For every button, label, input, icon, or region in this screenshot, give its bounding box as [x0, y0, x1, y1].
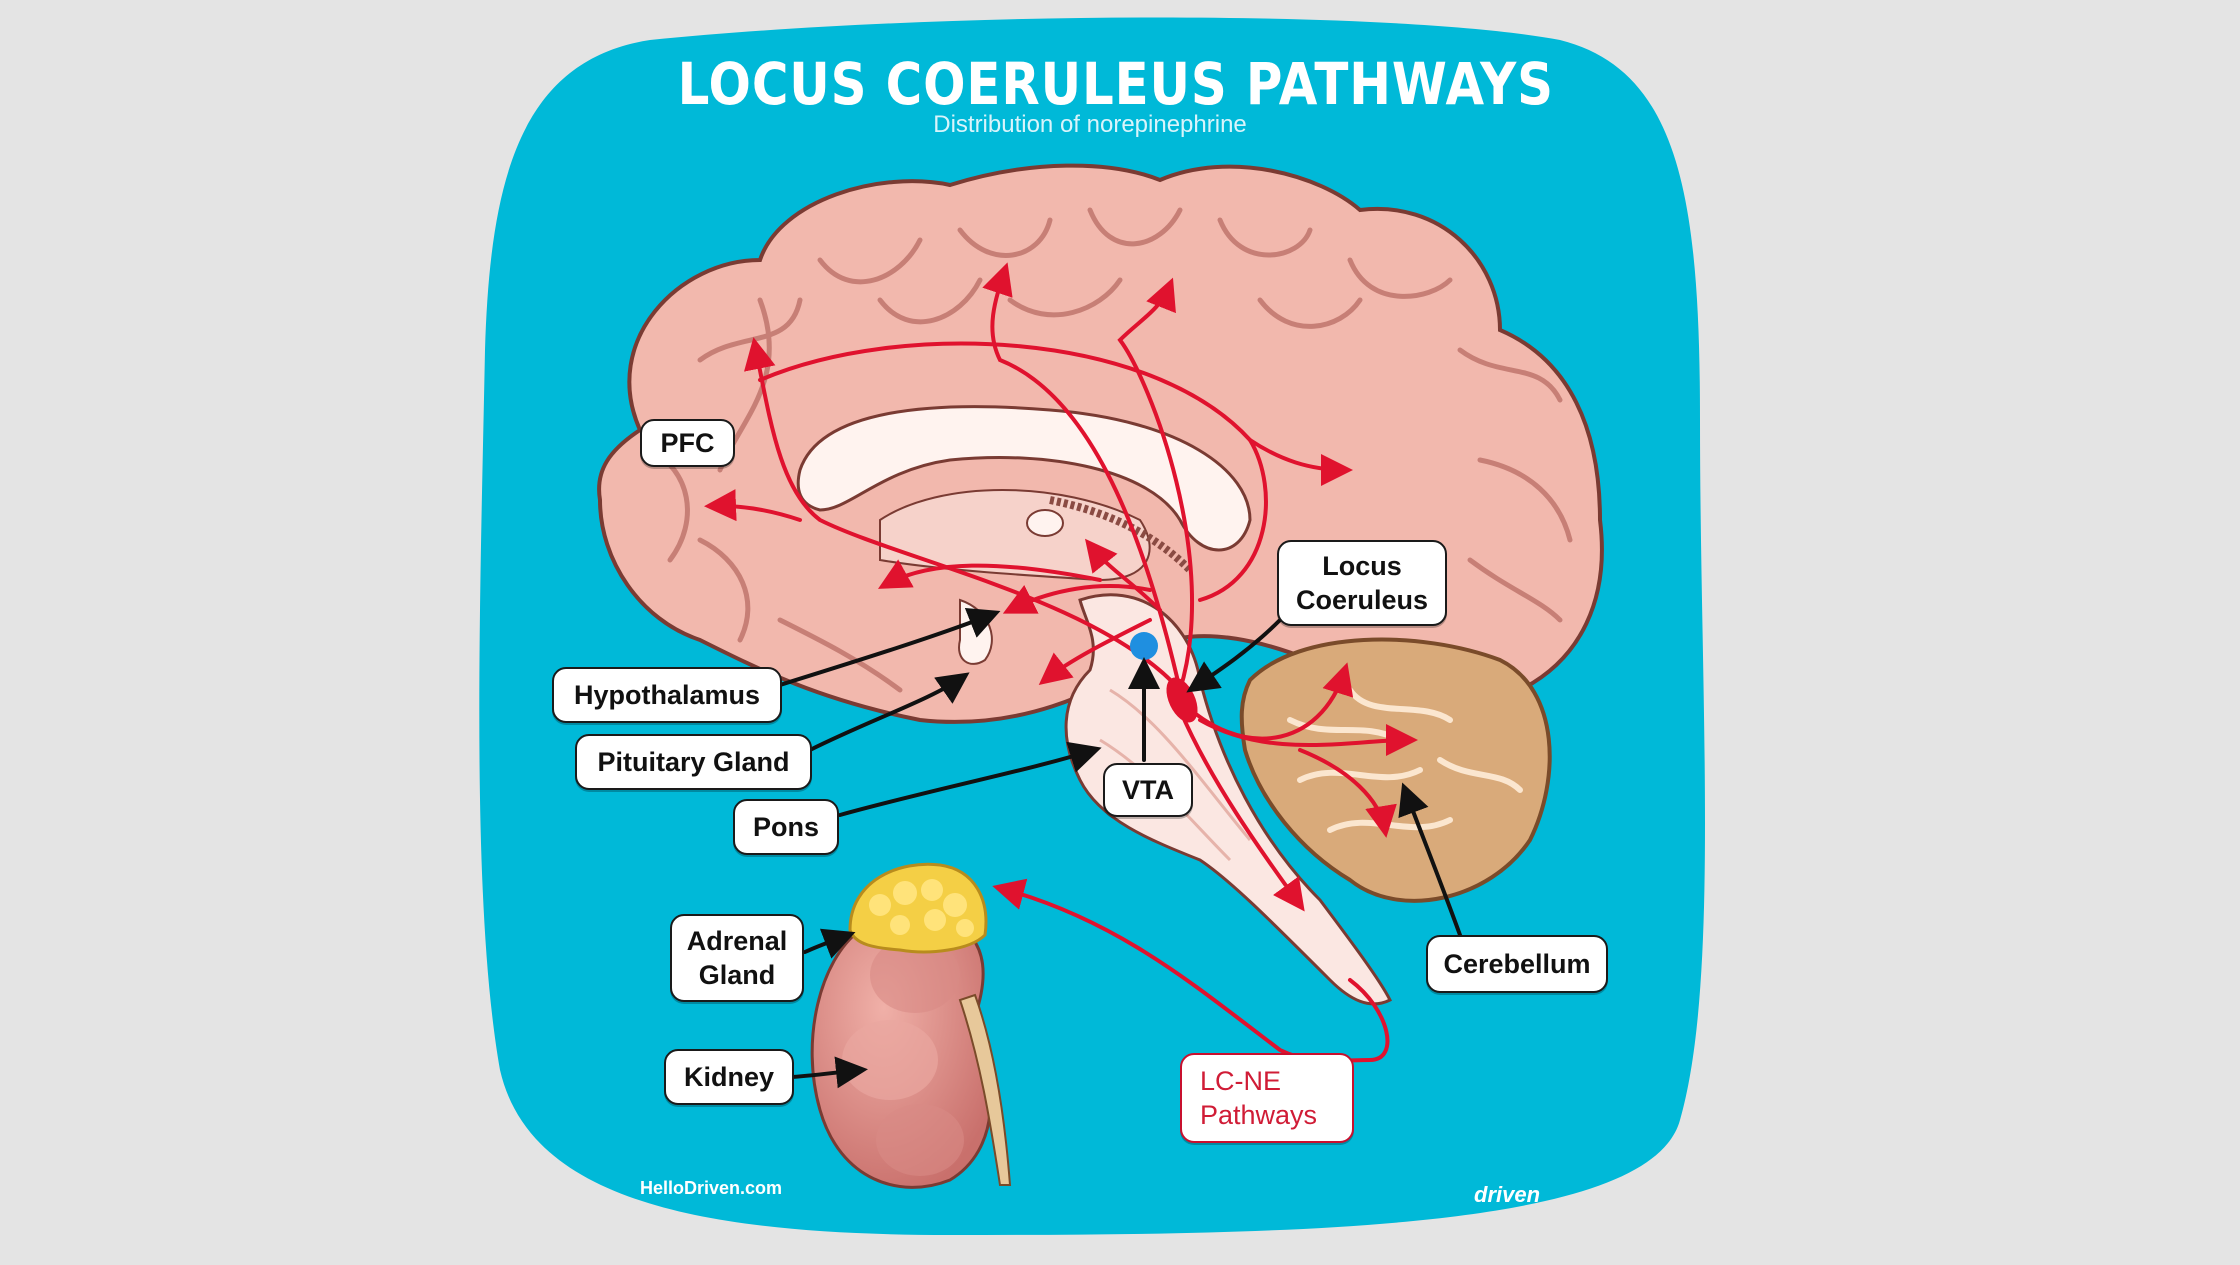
footer-website: HelloDriven.com: [640, 1178, 783, 1198]
label-pituitary-gland: Pituitary Gland: [575, 734, 812, 790]
diagram-title: LOCUS COERULEUS PATHWAYS: [677, 50, 1554, 118]
arrow-kidney: [790, 1056, 868, 1089]
label-pons: Pons: [733, 799, 839, 855]
label-pfc: PFC: [640, 419, 735, 467]
arrow-adrenal: [803, 928, 856, 959]
vta-marker: [1130, 632, 1158, 660]
arrow-locus: [1186, 618, 1282, 693]
arrow-pituitary: [808, 672, 970, 752]
label-cerebellum: Cerebellum: [1426, 935, 1608, 993]
pathway-to-spinal: [1178, 708, 1305, 912]
footer-logo: driven: [1474, 1182, 1541, 1207]
pathway-to-top-1: [982, 262, 1182, 692]
pathway-to-cerebellum-1: [1178, 662, 1354, 741]
label-lc-ne-pathways: LC-NE Pathways: [1180, 1053, 1354, 1143]
pathway-to-thalamus: [1085, 538, 1162, 612]
cerebellum-illustration: [1239, 637, 1552, 903]
pathway-to-parietal: [1248, 438, 1353, 486]
callout-arrows: [778, 607, 1462, 1089]
label-kidney: Kidney: [664, 1049, 794, 1105]
pathway-to-cerebellum-2: [1198, 718, 1418, 757]
label-locus-coeruleus: Locus Coeruleus: [1277, 540, 1447, 626]
pathway-to-pituitary: [1038, 618, 1152, 685]
diagram-subtitle: Distribution of norepinephrine: [933, 111, 1247, 138]
arrow-cerebellum: [1398, 782, 1462, 937]
label-adrenal-gland: Adrenal Gland: [670, 914, 804, 1002]
label-vta: VTA: [1103, 763, 1193, 817]
pathway-to-orbital: [878, 559, 1102, 589]
label-hypothalamus: Hypothalamus: [552, 667, 782, 723]
arrow-hypothalamus: [778, 607, 1001, 687]
pathway-to-top-2: [1117, 277, 1194, 692]
pathway-to-pfc: [704, 489, 802, 522]
pathway-to-frontal: [744, 337, 1182, 692]
pathway-arc: [758, 341, 1268, 602]
arrow-pons: [838, 741, 1102, 817]
lc-ne-pathways: [704, 262, 1418, 1063]
pathway-to-cerebellum-3: [1298, 748, 1397, 838]
adrenal-gland-illustration: [848, 862, 988, 954]
